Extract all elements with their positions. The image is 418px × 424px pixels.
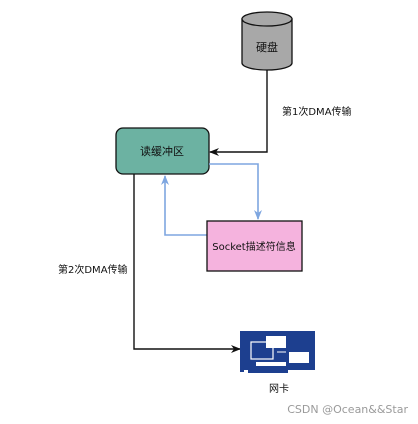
nic-label: 网卡: [269, 382, 289, 395]
disk-node: 硬盘: [241, 11, 293, 71]
socket-info-node: Socket描述符信息: [206, 220, 303, 272]
dma2-arrow: [133, 174, 241, 353]
read-buffer-node: 读缓冲区: [115, 127, 210, 175]
buffer-to-socket-arrow: [209, 163, 262, 220]
read-buffer-label: 读缓冲区: [140, 144, 184, 158]
socket-info-label: Socket描述符信息: [212, 240, 295, 253]
network-card-icon: [240, 331, 315, 373]
socket-to-buffer-arrow: [161, 175, 207, 236]
dma1-arrow: [209, 70, 268, 156]
csdn-watermark: CSDN @Ocean&&Star: [287, 403, 408, 416]
disk-label: 硬盘: [256, 40, 278, 54]
dma1-label: 第1次DMA传输: [282, 105, 352, 118]
dma2-label: 第2次DMA传输: [58, 263, 128, 276]
